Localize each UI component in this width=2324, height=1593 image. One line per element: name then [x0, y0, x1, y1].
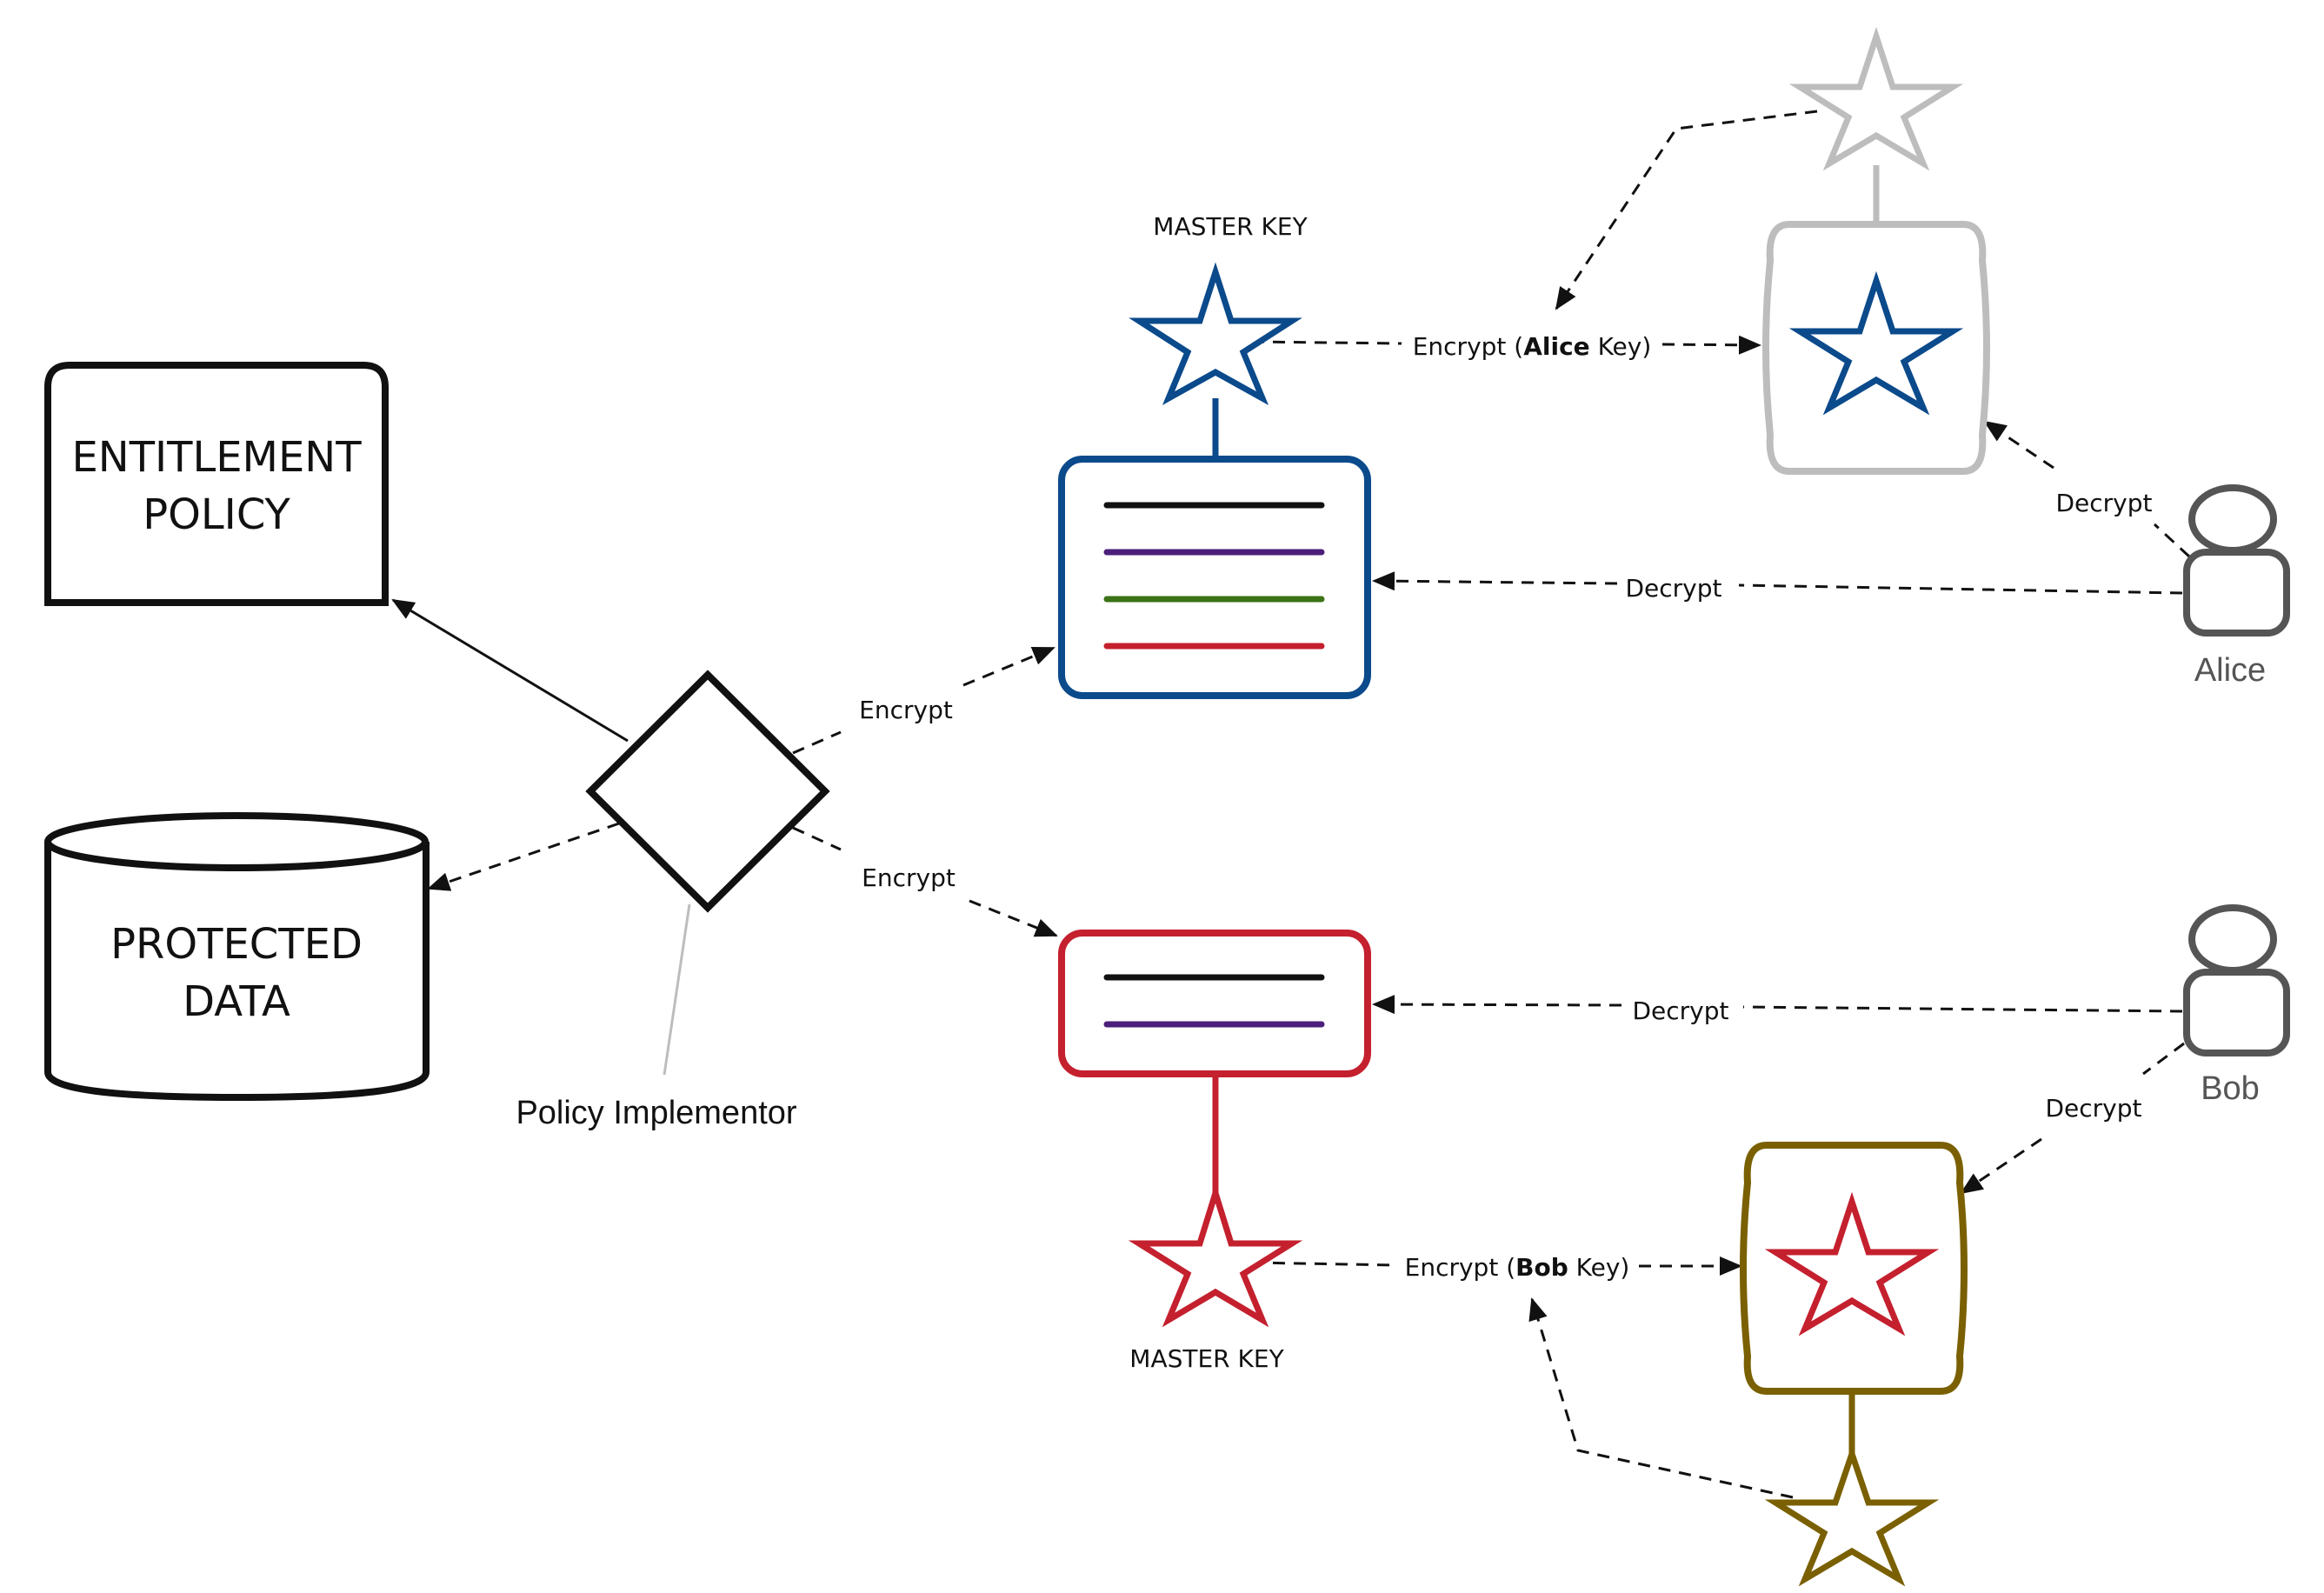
star-icon	[1764, 1191, 1940, 1336]
alice-decrypt-doc-label: Decrypt	[1625, 574, 1721, 603]
edge-encrypt-bottom	[792, 826, 1056, 936]
cylinder-icon	[44, 842, 430, 1102]
alice-key-capsule-node	[1762, 26, 1990, 475]
entitlement-policy-line1: ENTITLEMENT	[71, 433, 362, 482]
alice-node: Alice	[2183, 484, 2290, 689]
encrypt-bob-key-label: Encrypt (Bob Key)	[1405, 1253, 1630, 1282]
red-document-node	[1058, 930, 1371, 1077]
policy-implementor-label: Policy Implementor	[516, 1095, 796, 1131]
master-key-bottom-label: MASTER KEY	[1129, 1344, 1284, 1373]
alice-label: Alice	[2194, 652, 2266, 689]
edge-implementor-to-data	[427, 822, 620, 891]
cylinder-top	[44, 812, 429, 871]
star-icon	[1788, 270, 1964, 416]
diamond-icon	[585, 670, 830, 913]
edge-bob-decrypt-doc	[1374, 1004, 2183, 1011]
protected-data-line1: PROTECTED	[110, 920, 363, 969]
person-head	[2188, 904, 2277, 974]
protected-data-line2: DATA	[183, 977, 290, 1026]
edge-alice-decrypt-key	[1985, 422, 2191, 558]
master-key-top-label: MASTER KEY	[1153, 212, 1308, 241]
edge-encrypt-alice-key	[1251, 342, 1760, 345]
entitlement-policy-line2: POLICY	[143, 490, 290, 539]
bob-label: Bob	[2201, 1070, 2260, 1107]
edge-bob-key-to-encrypt	[1528, 1297, 1794, 1499]
alice-decrypt-key-label: Decrypt	[2055, 489, 2152, 517]
person-icon	[2183, 969, 2290, 1056]
document-icon	[44, 362, 389, 606]
entitlement-policy-node: ENTITLEMENT POLICY	[44, 362, 389, 606]
bob-decrypt-doc-label: Decrypt	[1632, 996, 1728, 1025]
edge-alice-decrypt-doc	[1374, 581, 2183, 593]
policy-implementor-node: Policy Implementor	[516, 670, 830, 1131]
star-icon	[1128, 1183, 1303, 1328]
person-head	[2188, 484, 2277, 554]
document-icon	[1058, 456, 1371, 699]
blue-document-node	[1058, 456, 1371, 699]
edge-encrypt-bob-key	[1251, 1263, 1741, 1266]
star-icon	[1129, 262, 1302, 405]
edge-alice-key-to-encrypt	[1555, 110, 1818, 310]
protected-data-node: PROTECTED DATA	[44, 812, 430, 1102]
star-icon	[1788, 26, 1964, 171]
bob-key-capsule-node	[1740, 1142, 1968, 1587]
encrypt-alice-key-label: Encrypt (Alice Key)	[1413, 332, 1652, 361]
edge-encrypt-top	[792, 648, 1054, 755]
master-key-top-node: MASTER KEY	[1129, 212, 1308, 459]
star-icon	[1764, 1444, 1940, 1587]
bob-node: Bob	[2183, 904, 2290, 1107]
encrypt-bottom-label: Encrypt	[862, 863, 956, 892]
edge-bob-decrypt-key	[1961, 1042, 2185, 1193]
connectors	[391, 110, 2191, 1499]
person-icon	[2183, 549, 2290, 637]
edge-implementor-to-policy	[391, 598, 629, 743]
master-key-bottom-node: MASTER KEY	[1128, 1074, 1303, 1373]
encrypt-top-label: Encrypt	[859, 696, 953, 724]
document-icon	[1058, 930, 1371, 1077]
bob-decrypt-key-label: Decrypt	[2045, 1094, 2141, 1123]
callout-implementor	[663, 903, 691, 1076]
